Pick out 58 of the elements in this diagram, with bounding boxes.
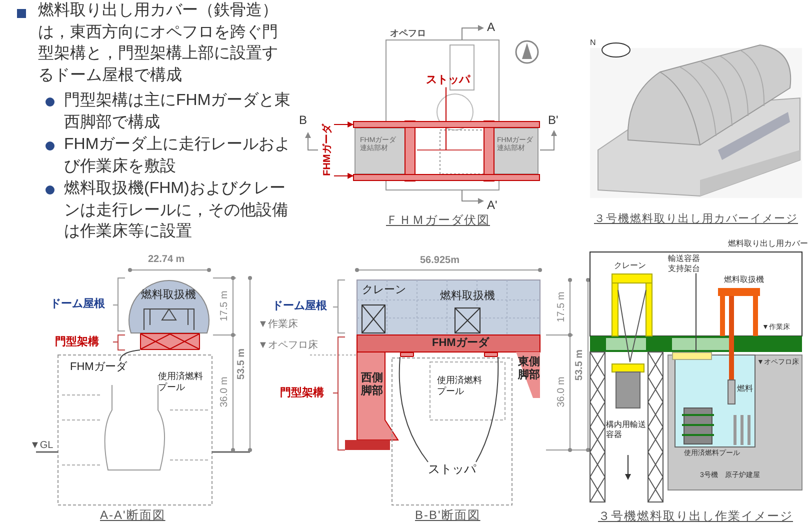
bullet-text: 燃料取り出し用カバー（鉄骨造）は，東西方向にオペフロを跨ぐ門型架構と，門型架構上部に設置するドーム屋根で構成 bbox=[38, 0, 279, 86]
level-label: ▼GL bbox=[30, 440, 54, 452]
callout-label: FHMガーダ bbox=[322, 124, 334, 176]
part-label: ドーム屋根 bbox=[50, 298, 105, 312]
part-label: 門型架構 bbox=[55, 336, 99, 350]
part-label: クレーン bbox=[362, 284, 406, 298]
figure-caption: B-B'断面図 bbox=[415, 508, 480, 522]
callout-label: 輸送容器支持架台 bbox=[668, 254, 704, 274]
figure-caption: ３号機燃料取り出し作業イメージ bbox=[598, 509, 793, 524]
part-label: 使用済燃料プール bbox=[158, 371, 204, 393]
stopper-block bbox=[484, 352, 498, 357]
part-label: クレーン bbox=[614, 261, 646, 271]
direction-label: N bbox=[590, 38, 596, 48]
part-label: 燃料取扱機 bbox=[440, 290, 495, 304]
arrow bbox=[334, 122, 354, 128]
part-label: 西側脚部 bbox=[361, 372, 384, 398]
leader-line bbox=[476, 356, 499, 462]
dimension-label: 22.74 m bbox=[148, 254, 185, 266]
part-label: FHMガーダ bbox=[432, 337, 489, 350]
dimension-label: 53.5 m bbox=[574, 349, 586, 381]
part-label: 燃料 bbox=[737, 384, 753, 394]
dimension-label: 17.5 m bbox=[556, 292, 568, 322]
callout-label: ストッパ bbox=[426, 74, 470, 88]
callout-label: ストッパ bbox=[428, 462, 476, 476]
figure-caption: ＦＨＭガーダ伏図 bbox=[386, 213, 490, 228]
support-frame bbox=[672, 352, 712, 360]
girder-band bbox=[353, 174, 540, 181]
dimension-label: 36.0 m bbox=[556, 376, 568, 408]
part-label: 燃料取扱機 bbox=[141, 289, 196, 302]
callout-label: FHMガーダ bbox=[70, 361, 127, 374]
leader-line bbox=[398, 356, 428, 462]
section-mark: B' bbox=[548, 113, 558, 128]
leader-line bbox=[120, 350, 140, 362]
girder-band bbox=[353, 121, 540, 128]
bullet-text: FHMガーダ上に走行レールおよび作業床を敷設 bbox=[64, 134, 292, 177]
dimension-label: 56.925m bbox=[420, 255, 460, 267]
figure-caption: ３号機燃料取り出し用カバーイメージ bbox=[594, 213, 798, 226]
figure-caption: A-A'断面図 bbox=[100, 508, 166, 522]
part-label: 門型架構 bbox=[280, 387, 324, 400]
arrow bbox=[334, 172, 354, 179]
dimension-label: 53.5 m bbox=[236, 348, 248, 380]
level-label: ▼オペフロ床 bbox=[258, 340, 318, 352]
section-mark: A' bbox=[487, 198, 498, 212]
level-label: ▼作業床 bbox=[258, 319, 298, 331]
part-label: 燃料取扱機 bbox=[724, 275, 764, 285]
bullet-text: 門型架構は主にFHMガーダと東西脚部で構成 bbox=[64, 90, 292, 133]
part-label: 燃料取り出し用カバー bbox=[728, 239, 808, 249]
section-mark: B bbox=[299, 113, 308, 128]
bullet-text: 燃料取扱機(FHM)およびクレーンは走行レールに，その他設備は作業床等に設置 bbox=[64, 178, 289, 242]
section-mark: A bbox=[487, 20, 496, 34]
girder-frame bbox=[140, 333, 200, 350]
part-label: 使用済燃料プール bbox=[437, 375, 483, 397]
part-label: ドーム屋根 bbox=[272, 300, 327, 314]
part-label: 構内用輸送容器 bbox=[606, 420, 647, 440]
area-label: オペフロ bbox=[390, 28, 426, 39]
dimension-label: 17.5 m bbox=[219, 290, 231, 322]
stopper-block bbox=[400, 352, 414, 357]
dimension-label: 36.0 m bbox=[219, 376, 231, 408]
